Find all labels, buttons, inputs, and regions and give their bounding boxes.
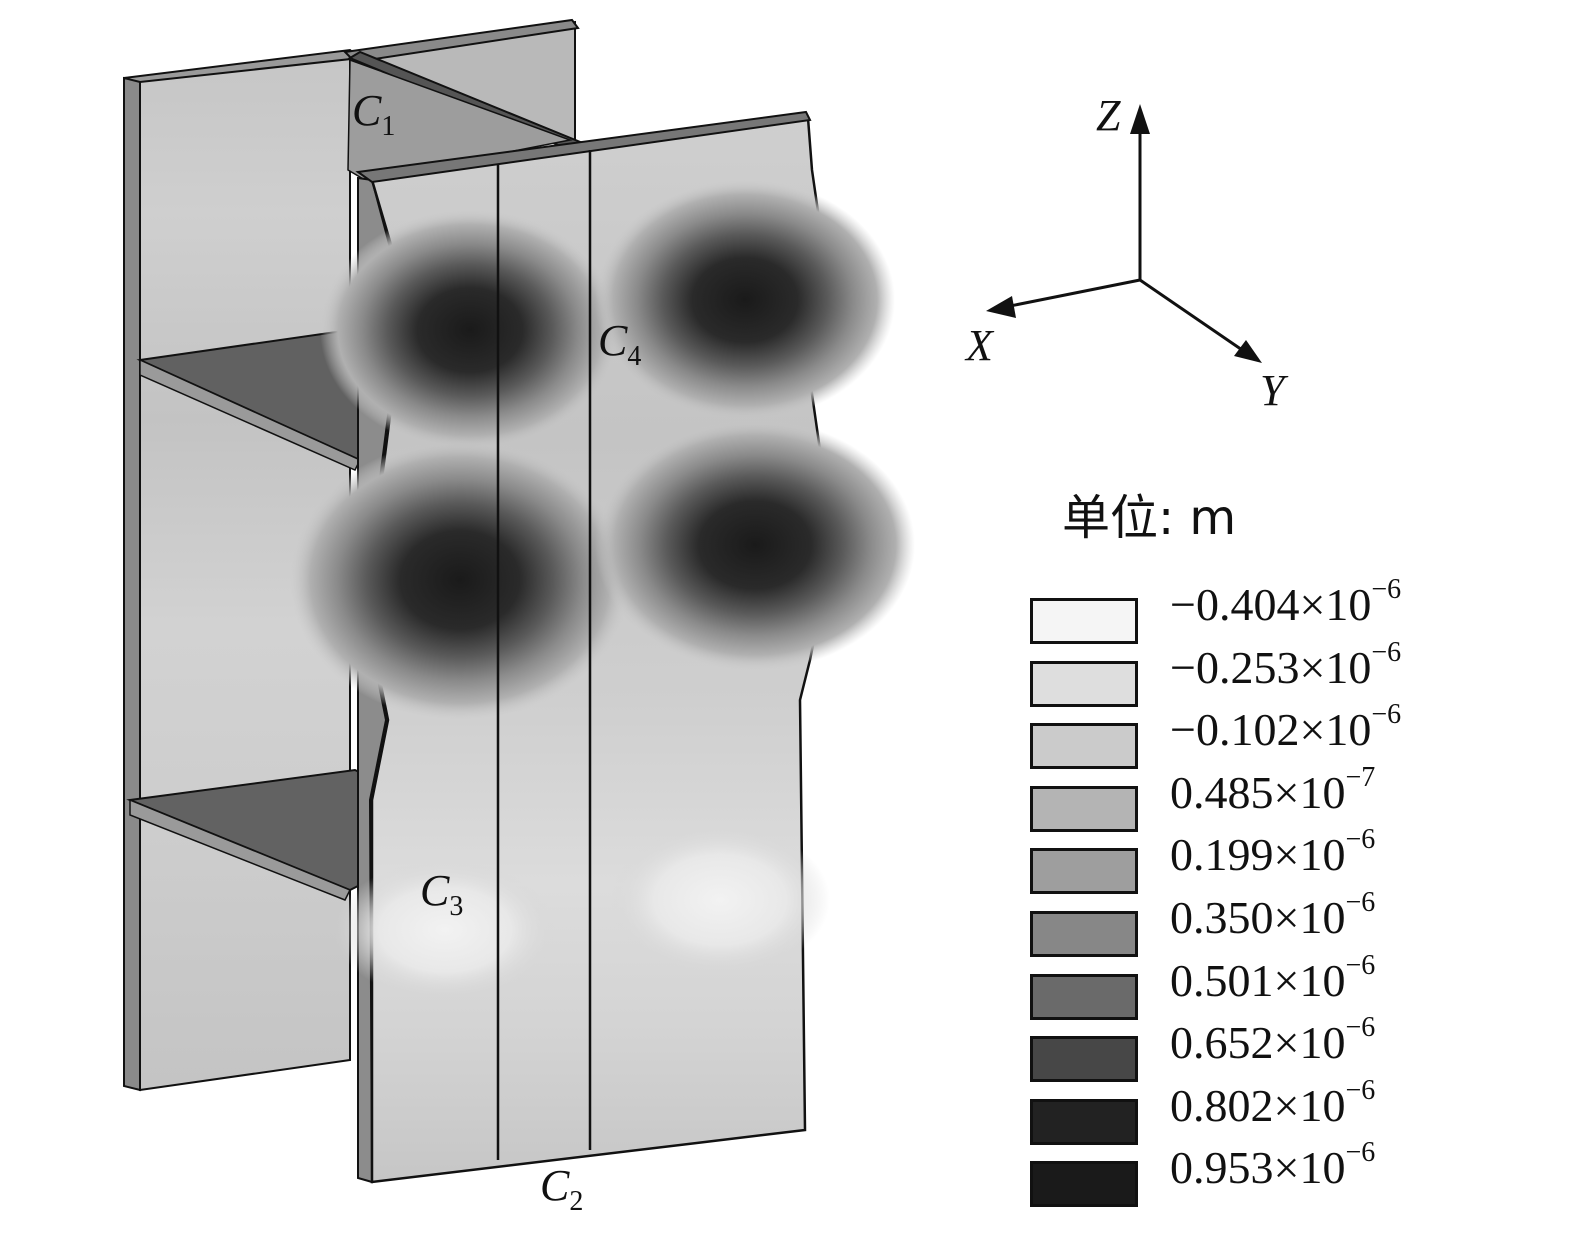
web-plate bbox=[342, 18, 593, 181]
label-c1: C1 bbox=[352, 86, 395, 142]
legend-row: 0.485×10−7 bbox=[1030, 758, 1490, 832]
legend-value: 0.199×10−6 bbox=[1170, 824, 1376, 881]
legend-value: 0.485×10−7 bbox=[1170, 761, 1376, 818]
axis-label-z: Z bbox=[1096, 91, 1121, 140]
legend-row: 0.199×10−6 bbox=[1030, 820, 1490, 895]
legend-value: 0.501×10−6 bbox=[1170, 949, 1376, 1006]
legend-swatch bbox=[1030, 660, 1138, 707]
legend-value: −0.404×10−6 bbox=[1170, 574, 1402, 630]
legend-value: 0.350×10−6 bbox=[1170, 886, 1376, 943]
label-c3: C3 bbox=[420, 866, 463, 922]
legend-swatch bbox=[1030, 723, 1138, 770]
legend-row: 0.350×10−6 bbox=[1030, 883, 1490, 957]
legend-value: −0.102×10−6 bbox=[1170, 699, 1402, 756]
unit-label: 单位: m bbox=[1062, 490, 1237, 546]
front-plate bbox=[290, 110, 915, 1184]
legend-swatch bbox=[1030, 598, 1138, 644]
legend-swatch bbox=[1030, 1161, 1138, 1208]
axis-label-y: Y bbox=[1260, 366, 1289, 415]
axis-triad bbox=[986, 104, 1262, 363]
legend-row: 0.501×10−6 bbox=[1030, 946, 1490, 1020]
lower-stiffener bbox=[126, 768, 367, 901]
legend-swatch bbox=[1030, 973, 1138, 1020]
legend-value: −0.253×10−6 bbox=[1170, 636, 1402, 693]
legend-row: 0.802×10−6 bbox=[1030, 1071, 1490, 1145]
legend-value: 0.953×10−6 bbox=[1170, 1137, 1376, 1194]
legend-row: 0.652×10−6 bbox=[1030, 1008, 1490, 1083]
legend-row: −0.253×10−6 bbox=[1030, 633, 1490, 707]
legend-value: 0.802×10−6 bbox=[1170, 1074, 1376, 1131]
legend-row: −0.404×10−6 bbox=[1030, 570, 1490, 644]
legend-swatch bbox=[1030, 1098, 1138, 1145]
legend-swatch bbox=[1030, 910, 1138, 957]
legend-value: 0.652×10−6 bbox=[1170, 1012, 1376, 1069]
legend-row: 0.953×10−6 bbox=[1030, 1133, 1490, 1208]
legend-swatch bbox=[1030, 785, 1138, 832]
axis-label-x: X bbox=[964, 321, 995, 370]
legend-swatch bbox=[1030, 848, 1138, 895]
legend-swatch bbox=[1030, 1036, 1138, 1083]
label-c2: C2 bbox=[540, 1161, 583, 1217]
label-c4: C4 bbox=[598, 316, 641, 372]
legend-row: −0.102×10−6 bbox=[1030, 695, 1490, 770]
